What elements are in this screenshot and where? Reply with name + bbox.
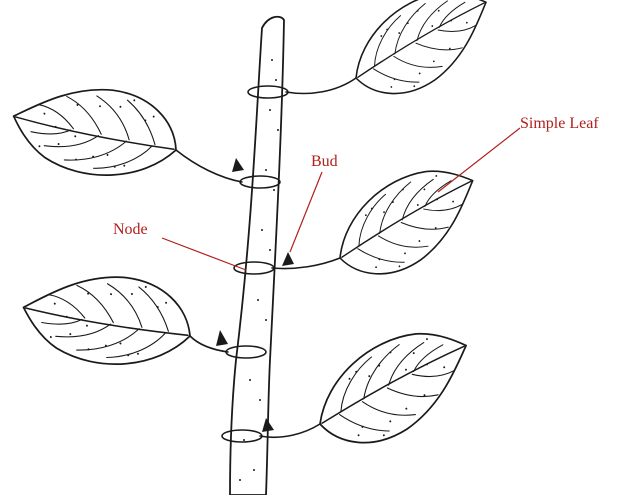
leaf-top-right bbox=[337, 0, 506, 109]
leaf-lower-left bbox=[14, 249, 202, 389]
leaf-upper-left bbox=[3, 59, 189, 201]
simple-leaf-pointer bbox=[438, 128, 520, 192]
petioles bbox=[176, 78, 356, 437]
bud-pointer bbox=[290, 172, 322, 252]
leaf-bottom-right bbox=[301, 317, 487, 459]
simple-leaf-label: Simple Leaf bbox=[520, 115, 599, 132]
buds bbox=[216, 158, 294, 432]
node-pointer bbox=[162, 238, 246, 270]
bud-label: Bud bbox=[311, 153, 338, 170]
stem bbox=[230, 17, 284, 495]
leaf-middle-right bbox=[321, 154, 494, 289]
node-label: Node bbox=[113, 221, 148, 238]
